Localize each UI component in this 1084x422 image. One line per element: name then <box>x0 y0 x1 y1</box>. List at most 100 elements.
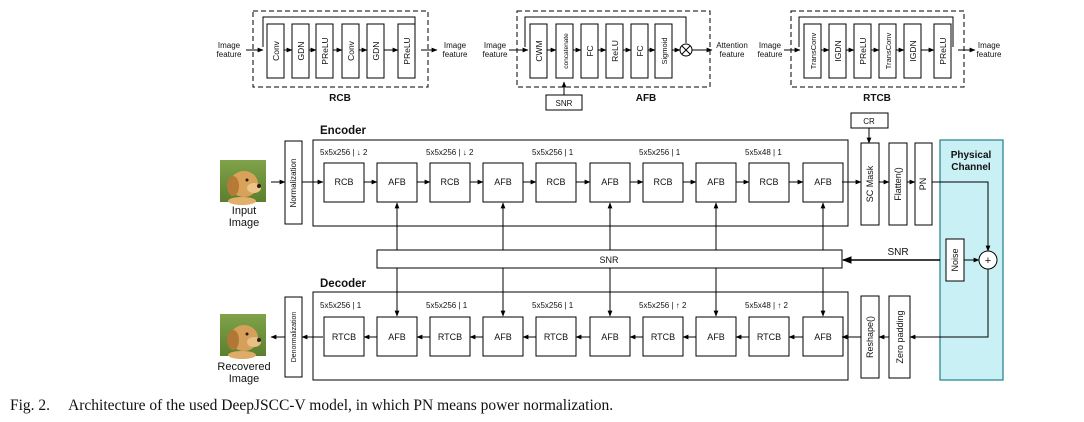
afb-layer-box-fc <box>580 23 599 79</box>
afb-layer-box-relu <box>605 23 624 79</box>
encoder-block-label-rcb: RCB <box>653 177 672 187</box>
encoder-block-label-afb: AFB <box>388 177 406 187</box>
channel-title-2: Channel <box>951 162 991 173</box>
encoder-dimension-label: 5x5x48 | 1 <box>745 148 782 157</box>
decoder-block-label-rtcb: RTCB <box>544 332 568 342</box>
channel-to-decoder-arrow <box>909 269 989 340</box>
afb-layer-label-sigmoid: Sigmoid <box>660 37 669 64</box>
rcb-layer-label-gdn: GDN <box>296 42 306 61</box>
decoder-block-rtcb <box>642 316 684 357</box>
rtcb-input-label-1: Image <box>759 41 782 50</box>
encoder-block-label-afb: AFB <box>814 177 832 187</box>
decoder-block-label-rtcb: RTCB <box>438 332 462 342</box>
rtcb-layer-box-transconv <box>878 23 897 79</box>
decoder-title: Decoder <box>320 278 367 290</box>
channel-adder-sign: + <box>985 255 991 267</box>
rtcb-output-label-2: feature <box>977 50 1002 59</box>
decoder-block-afb <box>376 316 418 357</box>
rtcb-layer-label-transconv: TransConv <box>809 33 818 70</box>
input-dog-nose <box>257 184 261 188</box>
decoder-block-afb <box>482 316 524 357</box>
rcb-layer-label-prelu: PReLU <box>402 37 412 64</box>
rtcb-dashed-frame <box>790 10 965 88</box>
encoder-title: Encoder <box>320 125 367 137</box>
encoder-frame <box>312 139 849 227</box>
recovered-dog-nose <box>257 338 261 342</box>
reshape-label: Reshape() <box>865 316 875 358</box>
afb-layer-box-concatenate <box>555 23 574 79</box>
afb-multiply-sign-b <box>681 45 691 55</box>
encoder-block-rcb <box>323 162 365 203</box>
snr-bar-label: SNR <box>599 255 619 265</box>
cr-label: CR <box>863 117 875 126</box>
encoder-block-label-afb: AFB <box>601 177 619 187</box>
flatten-label: Flatten() <box>893 167 903 201</box>
encoder-block-label-rcb: RCB <box>759 177 778 187</box>
rcb-layer-label-conv: Conv <box>346 40 356 61</box>
rtcb-layer-label-prelu: PReLU <box>938 37 948 64</box>
rcb-layer-box-prelu <box>397 23 416 79</box>
afb-layer-label-relu: ReLU <box>610 40 620 62</box>
afb-layer-box-sigmoid <box>654 23 673 79</box>
encoder-block-label-afb: AFB <box>707 177 725 187</box>
encoder-block-rcb <box>748 162 790 203</box>
afb-snr-label: SNR <box>556 99 573 108</box>
input-dog-ear <box>227 176 239 196</box>
rtcb-layer-label-prelu: PReLU <box>858 37 868 64</box>
recovered-image <box>220 314 266 359</box>
rtcb-layer-label-igdn: IGDN <box>833 40 843 61</box>
encoder-block-rcb <box>429 162 471 203</box>
rcb-layer-box-gdn <box>366 23 385 79</box>
encoder-block-afb <box>802 162 844 203</box>
afb-layer-label-concatenate: concatenate <box>563 33 570 69</box>
rtcb-title: RTCB <box>863 93 891 104</box>
rcb-layer-label-gdn: GDN <box>371 42 381 61</box>
encoder-block-label-rcb: RCB <box>546 177 565 187</box>
rtcb-layer-box-igdn <box>828 23 847 79</box>
decoder-block-label-rtcb: RTCB <box>332 332 356 342</box>
decoder-dimension-label: 5x5x256 | ↑ 2 <box>639 301 687 310</box>
encoder-dimension-label: 5x5x256 | ↓ 2 <box>320 148 368 157</box>
encoder-block-afb <box>589 162 631 203</box>
decoder-block-label-afb: AFB <box>814 332 832 342</box>
recovered-dog-ear <box>227 330 239 350</box>
afb-input-label-2: feature <box>483 50 508 59</box>
rcb-output-label-2: feature <box>443 50 468 59</box>
encoder-dimension-label: 5x5x256 | ↓ 2 <box>426 148 474 157</box>
rcb-layer-label-prelu: PReLU <box>320 37 330 64</box>
figure-caption-text: Architecture of the used DeepJSCC-V mode… <box>68 397 614 414</box>
afb-definition: Image feature Attention feature SNR AFB … <box>483 10 748 111</box>
decoder-block-rtcb <box>323 316 365 357</box>
input-dog-eye <box>245 178 249 182</box>
normalization-label: Normalization <box>289 159 298 208</box>
recovered-dog-eye <box>245 332 249 336</box>
encoder-dimension-label: 5x5x256 | 1 <box>532 148 574 157</box>
snr-side-label: SNR <box>887 247 908 258</box>
rtcb-layer-box-prelu <box>853 23 872 79</box>
pn-label: PN <box>918 178 928 191</box>
rcb-layer-box-conv <box>266 23 285 79</box>
afb-skip-connection <box>524 16 687 47</box>
decoder-block-label-rtcb: RTCB <box>757 332 781 342</box>
encoder-block-rcb <box>642 162 684 203</box>
decoder-frame <box>312 291 849 381</box>
encoder-dimension-labels: 5x5x256 | ↓ 2 5x5x256 | ↓ 2 5x5x256 | 1 5x5… <box>320 148 782 157</box>
decoder-dimension-label: 5x5x256 | 1 <box>532 301 574 310</box>
rtcb-layer-box-prelu <box>933 23 952 79</box>
input-dog-body <box>228 197 256 205</box>
rcb-title: RCB <box>329 93 351 104</box>
recovered-dog-body <box>228 351 256 359</box>
decoder-block-label-rtcb: RTCB <box>651 332 675 342</box>
encoder-dimension-label: 5x5x256 | 1 <box>639 148 681 157</box>
afb-title: AFB <box>636 93 657 104</box>
rcb-output-label-1: Image <box>444 41 467 50</box>
rtcb-layer-label-igdn: IGDN <box>908 40 918 61</box>
decoder-block-afb <box>589 316 631 357</box>
rcb-layer-box-conv <box>341 23 360 79</box>
figure-caption: Fig. 2.Architecture of the used DeepJSCC… <box>10 397 613 415</box>
